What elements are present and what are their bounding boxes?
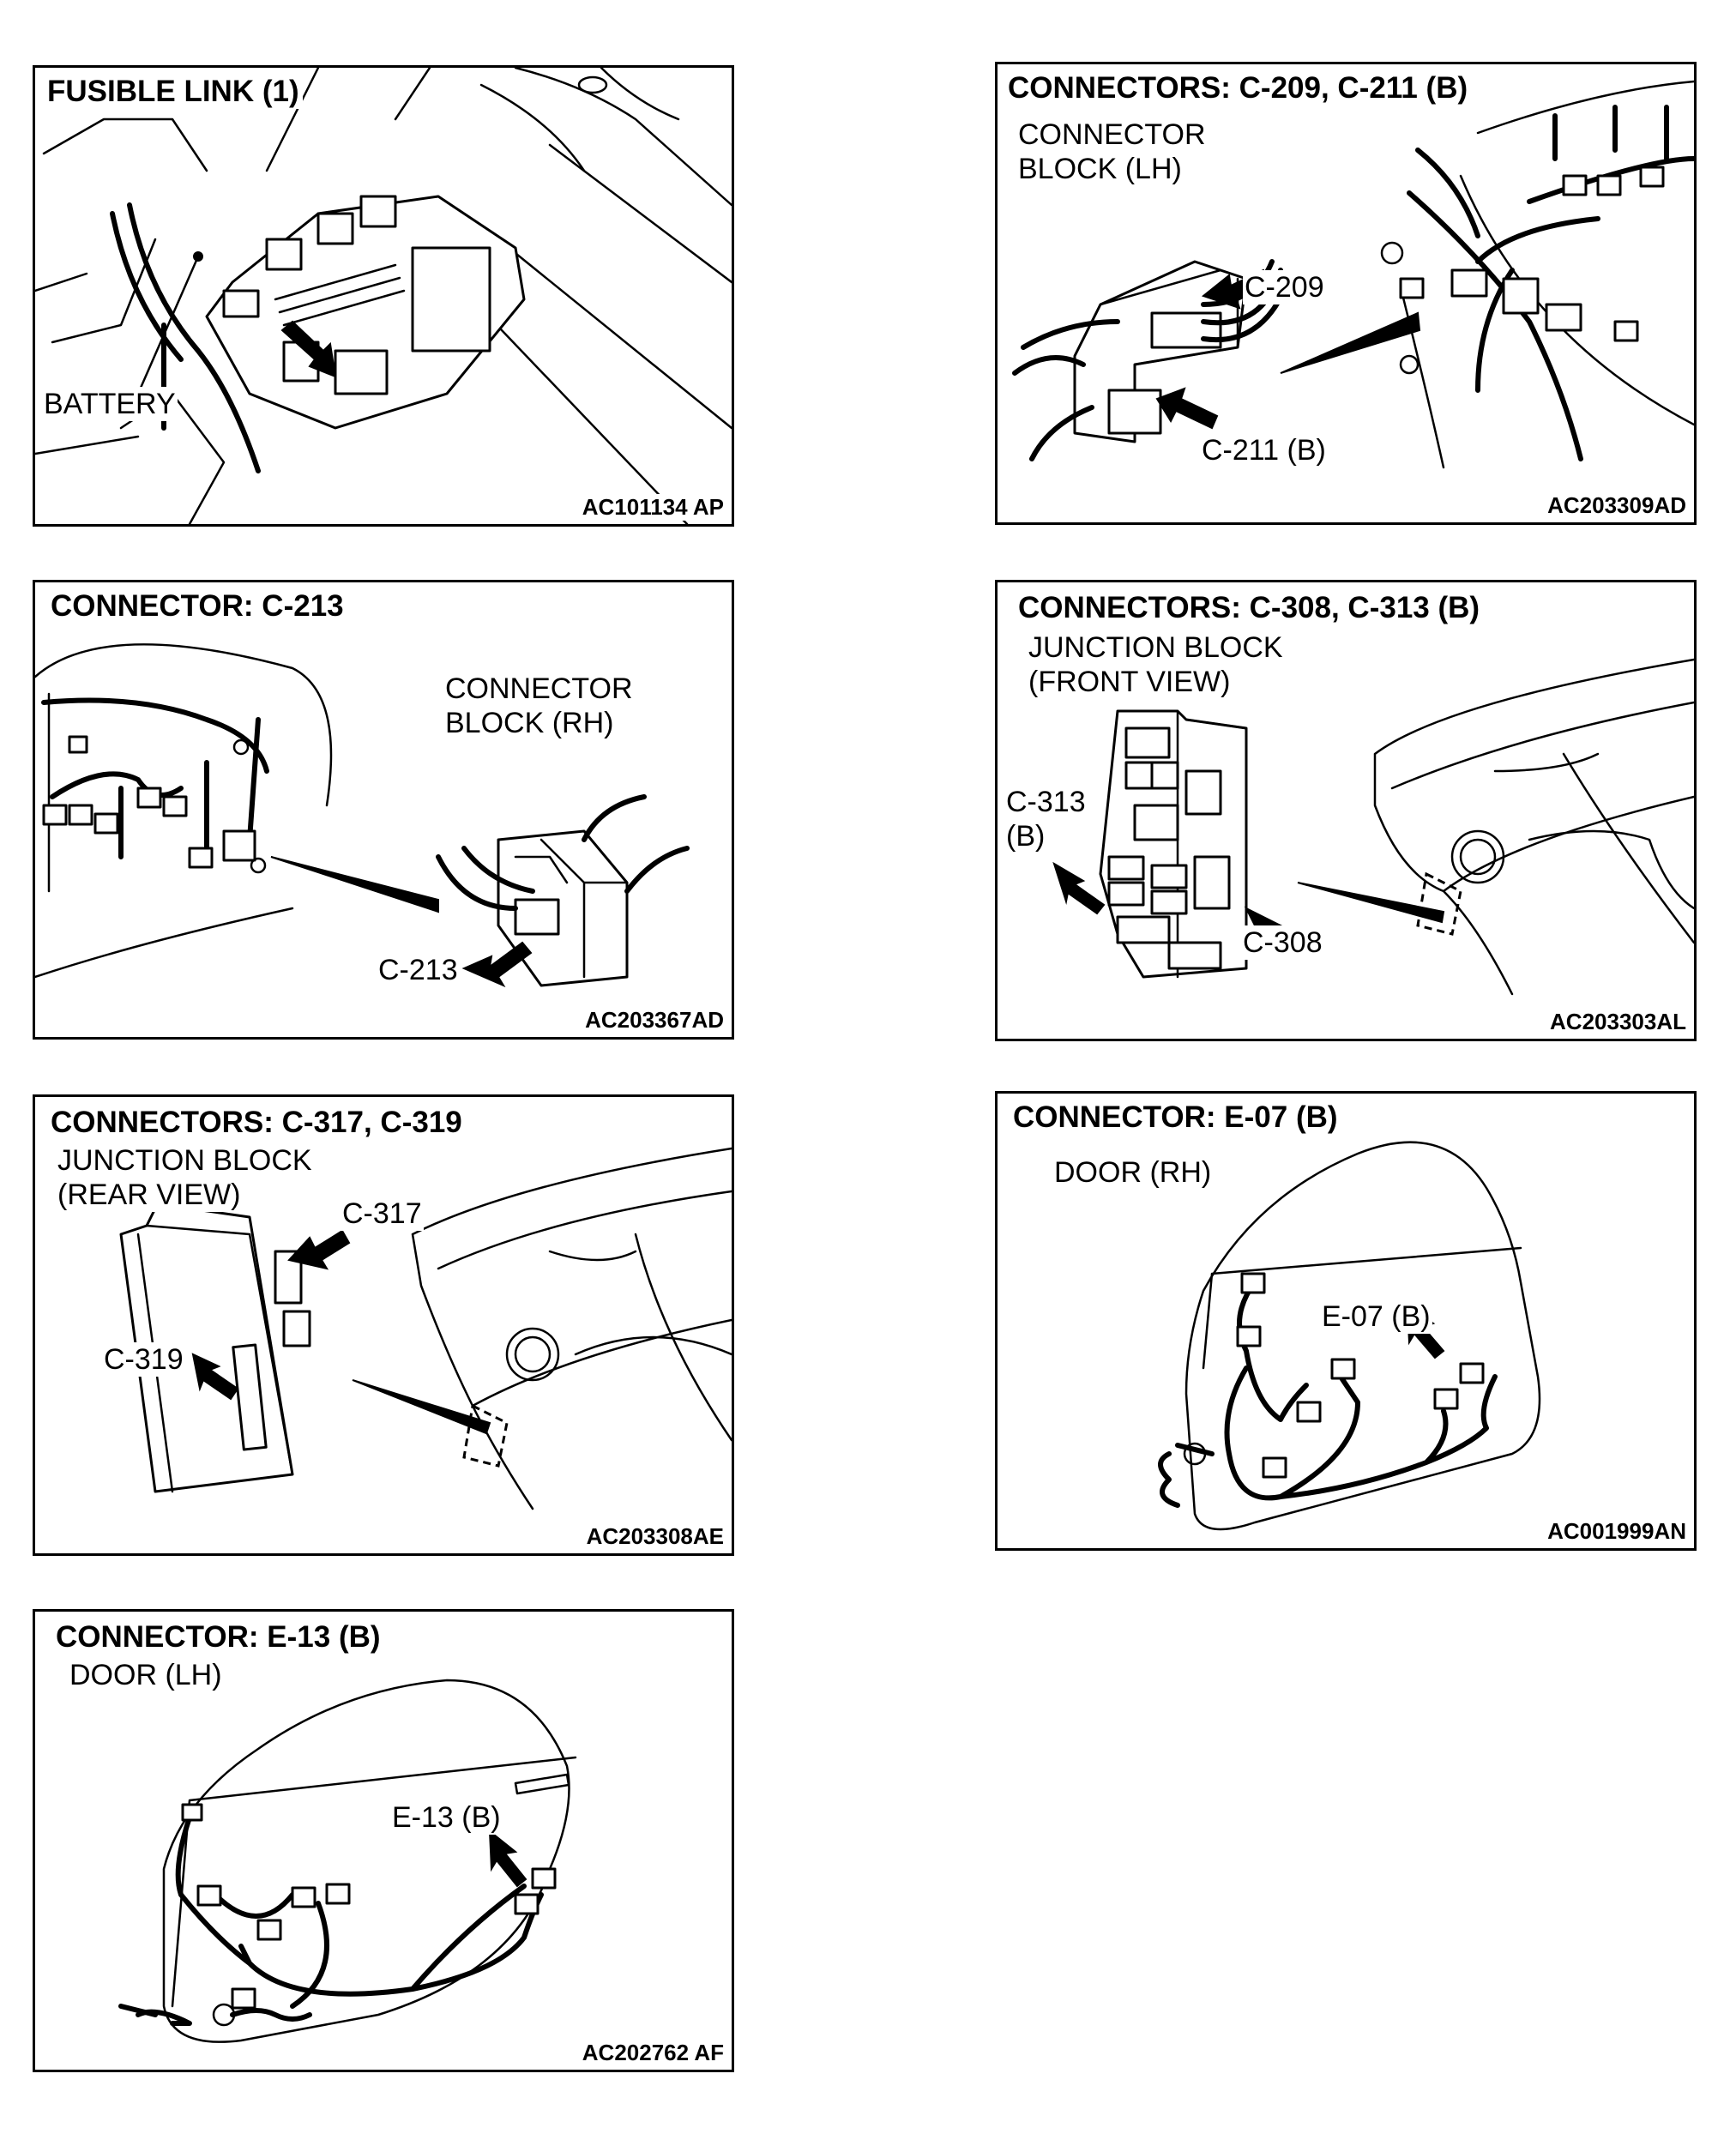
panel-e13: CONNECTOR: E-13 (B) DOOR (LH) E-13 (B) A… [33, 1609, 734, 2072]
door-rh-label: DOOR (RH) [1052, 1155, 1214, 1190]
panel-c213: CONNECTOR: C-213 CONNECTOR BLOCK (RH) C-… [33, 580, 734, 1040]
panel-title: CONNECTORS: C-317, C-319 [47, 1106, 466, 1140]
panel-title: CONNECTOR: E-13 (B) [52, 1620, 384, 1655]
door-lh-illustration [118, 1679, 577, 2043]
junction-block-rear-illustration [119, 1147, 732, 1510]
e13-label: E-13 (B) [390, 1800, 503, 1835]
c317-label: C-317 [341, 1197, 424, 1231]
door-lh-label: DOOR (LH) [68, 1658, 224, 1692]
panel-title: CONNECTORS: C-308, C-313 (B) [1015, 591, 1484, 625]
connector-block-lh-illustration [1012, 80, 1694, 469]
panel-title: CONNECTOR: E-07 (B) [1010, 1100, 1341, 1135]
panel-title: CONNECTOR: C-213 [47, 589, 347, 624]
c209-label: C-209 [1243, 270, 1326, 304]
junction-block-front-illustration [1052, 658, 1694, 996]
figure-code: AC203308AE [583, 1523, 726, 1550]
figure-code: AC203367AD [582, 1007, 726, 1034]
figure-code: AC203309AD [1545, 492, 1689, 519]
c211-label: C-211 (B) [1200, 433, 1328, 467]
figure-code: AC202762 AF [579, 2040, 726, 2066]
connector-block-lh-label: CONNECTOR BLOCK (LH) [1016, 118, 1208, 186]
c319-label: C-319 [102, 1342, 185, 1377]
panel-title: CONNECTORS: C-209, C-211 (B) [1004, 71, 1472, 105]
e07-label: E-07 (B) [1320, 1299, 1432, 1334]
c313-label: C-313 (B) [1004, 785, 1088, 853]
panel-c317-c319: CONNECTORS: C-317, C-319 JUNCTION BLOCK … [33, 1094, 734, 1556]
junction-block-front-label: JUNCTION BLOCK (FRONT VIEW) [1027, 630, 1285, 699]
figure-code: AC101134 AP [579, 494, 726, 521]
c308-label: C-308 [1241, 925, 1324, 960]
c213-label: C-213 [377, 953, 460, 987]
panel-c308-c313: CONNECTORS: C-308, C-313 (B) JUNCTION BL… [995, 580, 1697, 1041]
panel-title: FUSIBLE LINK (1) [44, 75, 303, 109]
connector-block-rh-illustration [35, 643, 690, 988]
panel-c209-c211: CONNECTORS: C-209, C-211 (B) CONNECTOR B… [995, 62, 1697, 525]
battery-label: BATTERY [42, 387, 178, 421]
junction-block-rear-label: JUNCTION BLOCK (REAR VIEW) [56, 1143, 314, 1212]
figure-code: AC001999AN [1545, 1518, 1689, 1545]
figure-code: AC203303AL [1547, 1009, 1689, 1035]
fusible-link-illustration [35, 68, 732, 524]
connector-block-rh-label: CONNECTOR BLOCK (RH) [443, 672, 635, 740]
panel-fusible-link: FUSIBLE LINK (1) BATTERY AC101134 AP [33, 65, 734, 527]
panel-e07: CONNECTOR: E-07 (B) DOOR (RH) E-07 (B) A… [995, 1091, 1697, 1551]
